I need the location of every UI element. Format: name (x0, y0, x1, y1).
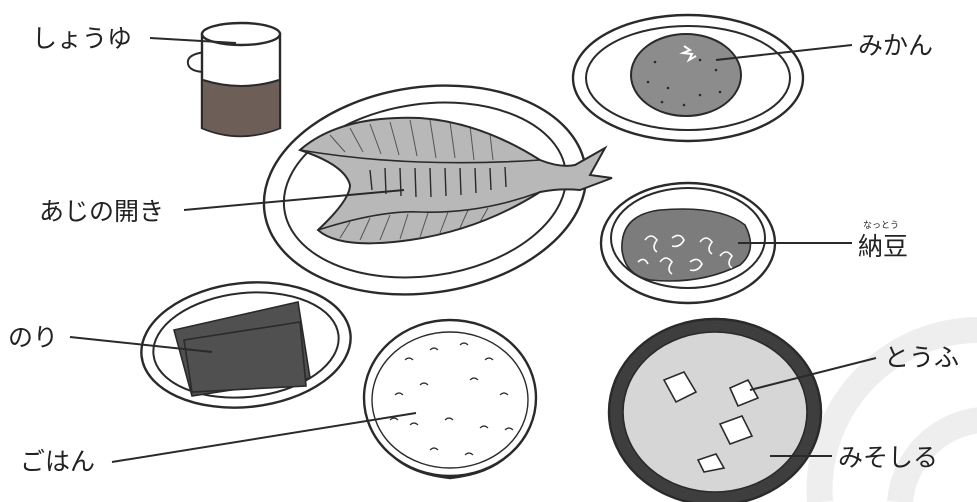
soy-sauce-dispenser (188, 23, 280, 136)
label-mandarin: みかん (858, 31, 933, 60)
label-miso-soup: みそしる (838, 443, 938, 472)
mandarin-plate (573, 15, 803, 141)
fish-plate (250, 65, 612, 314)
nori-plate (135, 272, 357, 417)
label-rice: ごはん (20, 447, 95, 476)
label-soy-sauce: しょうゆ (32, 24, 132, 53)
label-nori: のり (8, 323, 58, 352)
label-natto-reading: なっとう (863, 220, 899, 231)
label-tofu: とうふ (884, 343, 959, 372)
label-dried-horse-mackerel: あじの開き (39, 197, 164, 226)
label-natto: 納豆 (858, 232, 908, 261)
miso-soup-bowl (609, 319, 821, 502)
soy-sauce-liquid (203, 80, 279, 136)
rice-bowl (364, 320, 536, 478)
leader-line-rice (112, 413, 416, 462)
